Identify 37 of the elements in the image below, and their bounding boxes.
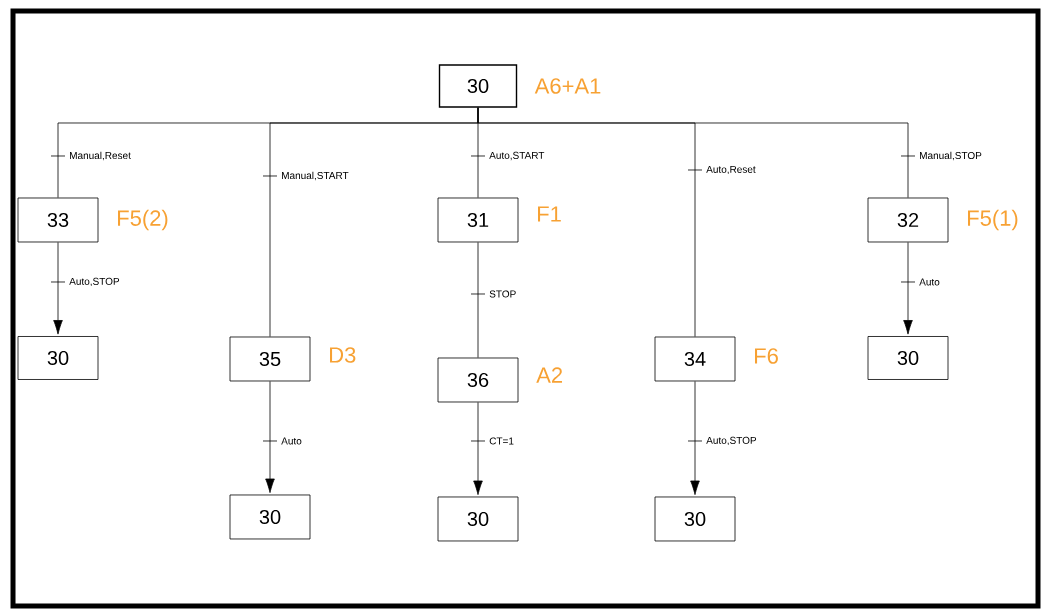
arrow (53, 242, 63, 335)
transition-label: Manual,STOP (920, 151, 982, 161)
action-label: F5(2) (118, 209, 168, 231)
step-box: 33 (17, 197, 99, 243)
action-label: F1 (538, 206, 561, 222)
transition-label: Auto,Reset (706, 165, 756, 175)
arrow (265, 381, 275, 493)
step-box: 30 (867, 336, 949, 380)
action-label: A2 (536, 367, 562, 383)
action-label: F6 (755, 348, 778, 364)
transition-label: Manual,START (282, 171, 349, 181)
connector-line (477, 107, 909, 198)
transition-label: CT=1 (489, 437, 514, 445)
arrow (473, 402, 483, 495)
connector-line (477, 242, 479, 358)
transition-label: Auto,STOP (706, 436, 757, 446)
transition-label: STOP (489, 290, 516, 298)
step-box: 30 (229, 494, 311, 540)
step-box: 34 (654, 336, 736, 382)
step-box: 31 (437, 197, 519, 243)
action-label: F5(1) (968, 209, 1018, 231)
step-box: 30 (654, 496, 736, 542)
transition-label: Auto,STOP (69, 277, 120, 287)
step-box: 30 (437, 496, 519, 542)
action-label: A6+A1 (534, 78, 601, 94)
transition-label: Auto (919, 278, 940, 286)
step-box: 30 (438, 64, 518, 108)
step-box: 30 (17, 336, 99, 380)
step-box: 36 (437, 357, 519, 403)
step-box: 35 (229, 336, 311, 382)
transition-label: Auto,START (489, 151, 545, 161)
transition-label: Auto (281, 437, 302, 445)
action-label: D3 (330, 347, 356, 363)
transition-label: Manual,Reset (70, 151, 131, 161)
arrow (903, 242, 913, 335)
step-box: 32 (867, 197, 949, 243)
arrow (690, 381, 700, 495)
